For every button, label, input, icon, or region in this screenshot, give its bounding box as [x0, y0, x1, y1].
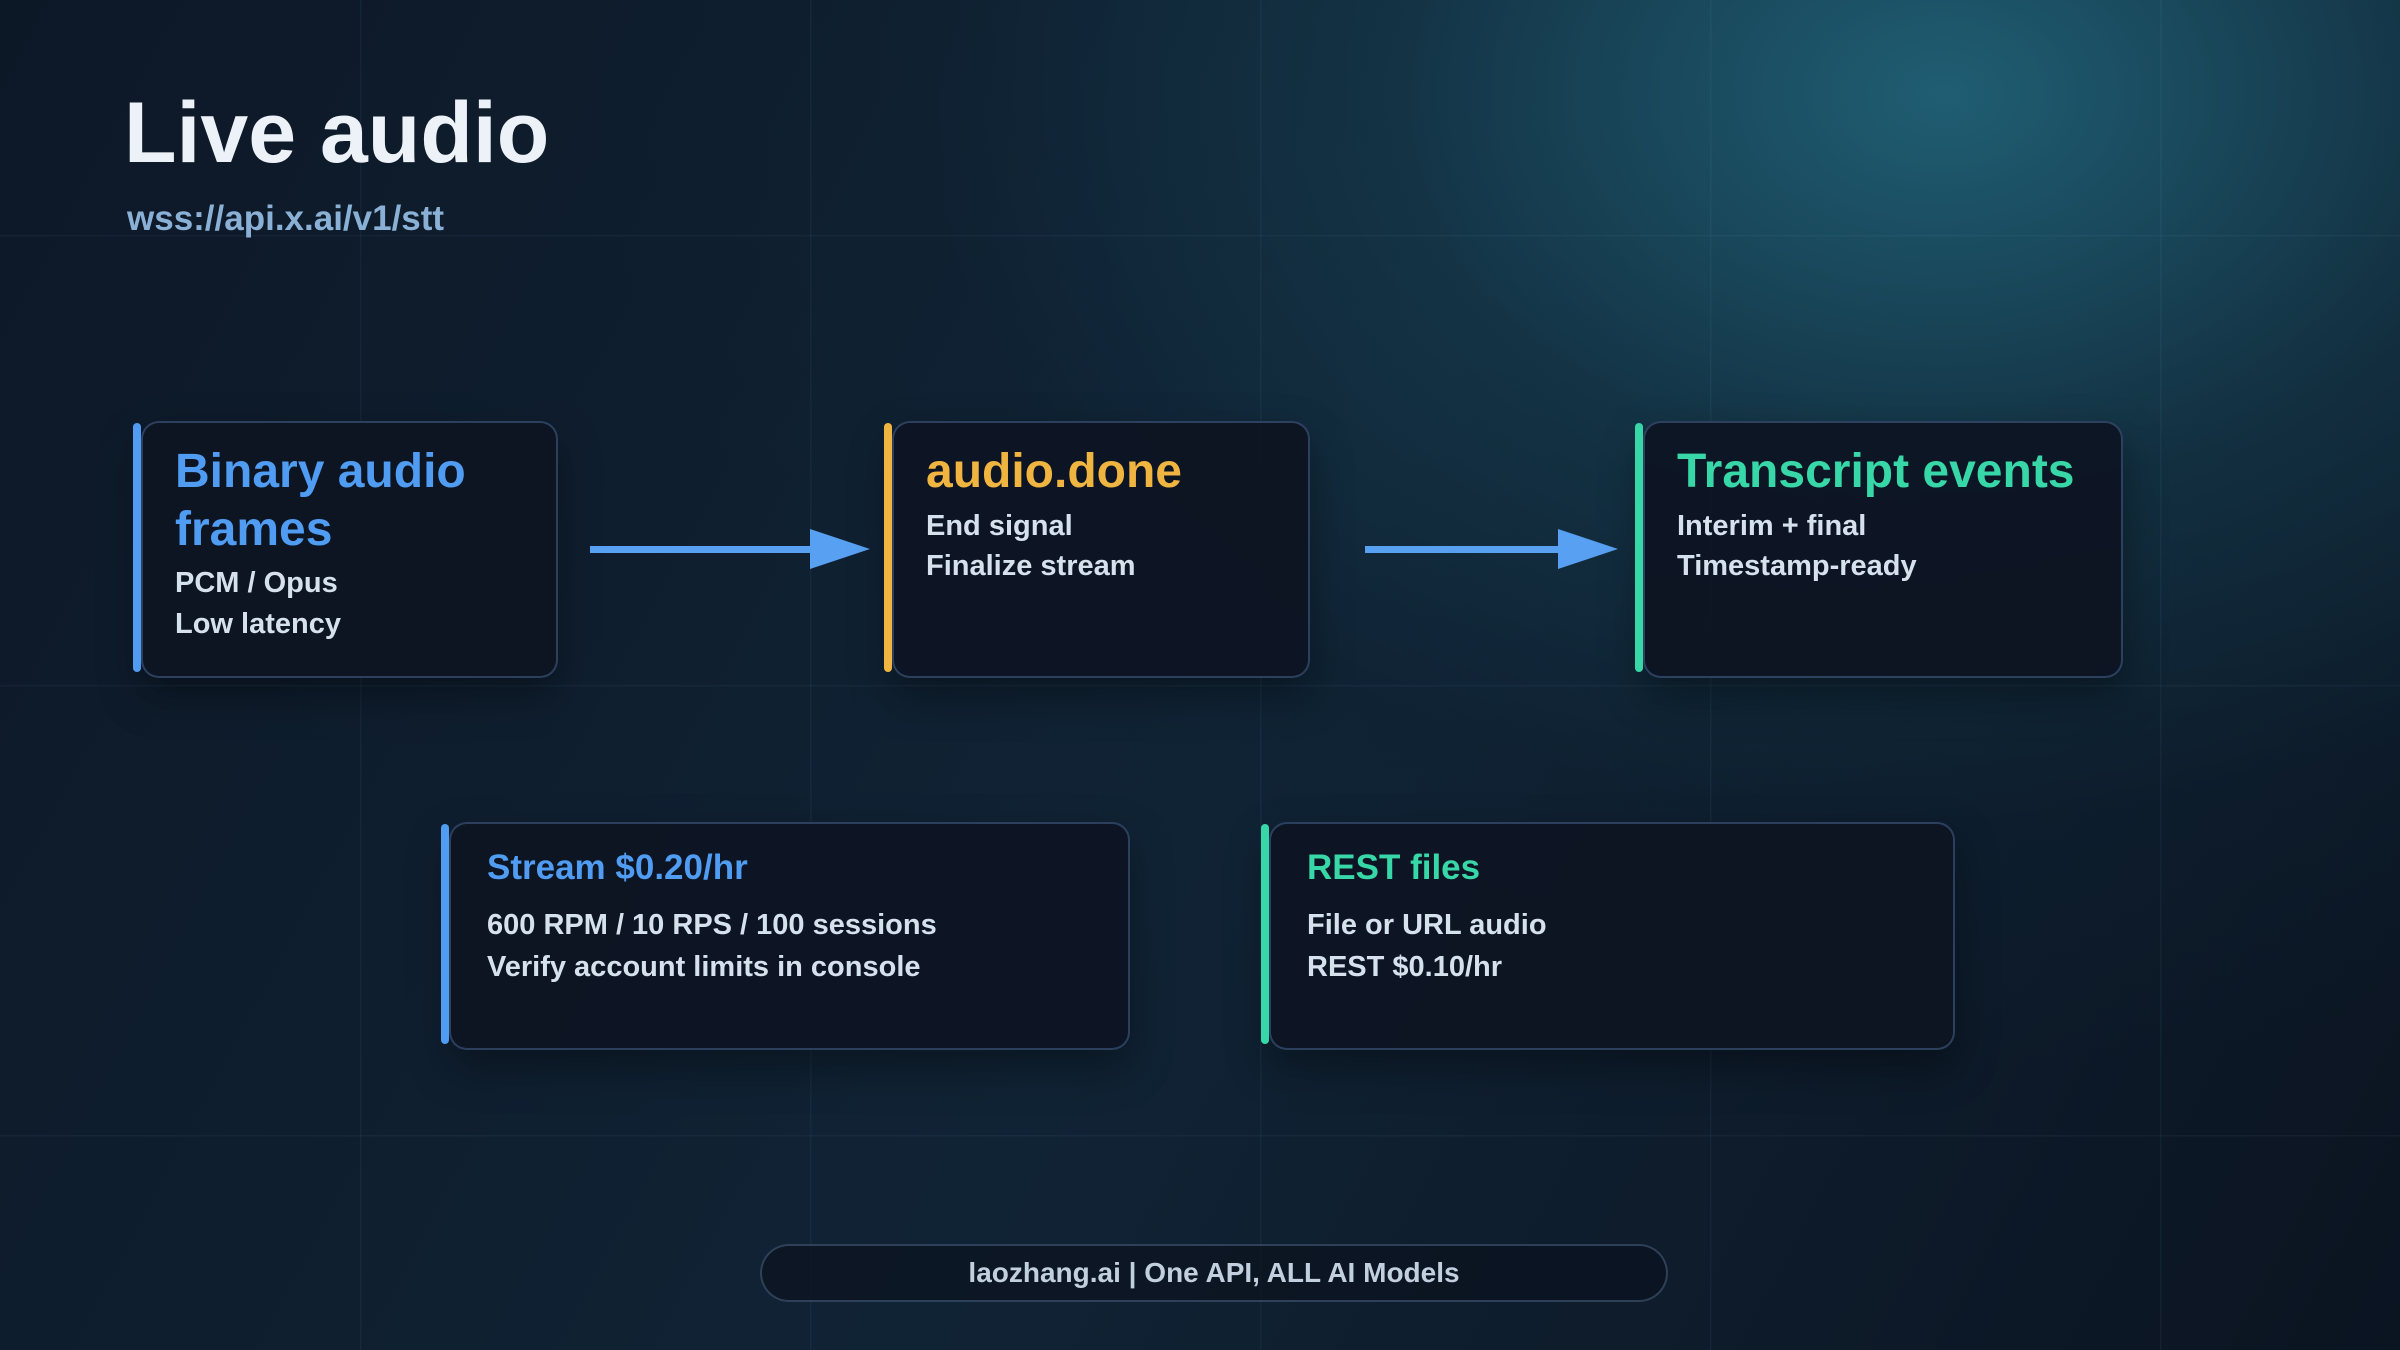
- info-card-line: File or URL audio: [1307, 908, 1547, 941]
- node-line: PCM / Opus: [175, 567, 338, 600]
- node-title: audio.done: [926, 445, 1182, 498]
- page-title: Live audio: [124, 85, 550, 181]
- flow-node-audio-done: audio.done End signal Finalize stream: [884, 421, 1310, 678]
- accent-bar-amber: [884, 423, 892, 672]
- info-card-stream-pricing: Stream $0.20/hr 600 RPM / 10 RPS / 100 s…: [441, 822, 1130, 1050]
- accent-bar-teal: [1635, 423, 1643, 672]
- node-title: Binary audio frames: [175, 445, 466, 556]
- node-title: Transcript events: [1677, 445, 2075, 498]
- footer-brand-pill: laozhang.ai | One API, ALL AI Models: [760, 1244, 1668, 1302]
- arrow-shaft: [1365, 545, 1560, 553]
- node-line: Interim + final: [1677, 509, 1867, 542]
- accent-bar-blue: [133, 423, 141, 672]
- accent-bar-blue: [441, 824, 449, 1044]
- endpoint-url: wss://api.x.ai/v1/stt: [127, 199, 445, 238]
- node-line: End signal: [926, 509, 1073, 542]
- node-line: Timestamp-ready: [1677, 550, 1917, 583]
- arrow-head-icon: [810, 529, 870, 569]
- node-line: Finalize stream: [926, 550, 1136, 583]
- info-card-line: REST $0.10/hr: [1307, 950, 1503, 983]
- info-card-rest-files: REST files File or URL audio REST $0.10/…: [1261, 822, 1955, 1050]
- info-card-line: 600 RPM / 10 RPS / 100 sessions: [487, 908, 937, 941]
- arrow-head-icon: [1558, 529, 1618, 569]
- flow-node-binary-audio-frames: Binary audio frames PCM / Opus Low laten…: [133, 421, 558, 678]
- info-card-title: Stream $0.20/hr: [487, 848, 748, 887]
- info-card-title: REST files: [1307, 848, 1481, 887]
- flow-arrow-right-2: [1365, 529, 1618, 569]
- info-card-line: Verify account limits in console: [487, 950, 921, 983]
- accent-bar-teal: [1261, 824, 1269, 1044]
- arrow-shaft: [590, 545, 812, 553]
- flow-arrow-right-1: [590, 529, 870, 569]
- flow-node-transcript-events: Transcript events Interim + final Timest…: [1635, 421, 2123, 678]
- footer-brand-text: laozhang.ai | One API, ALL AI Models: [968, 1257, 1460, 1288]
- node-line: Low latency: [175, 607, 341, 640]
